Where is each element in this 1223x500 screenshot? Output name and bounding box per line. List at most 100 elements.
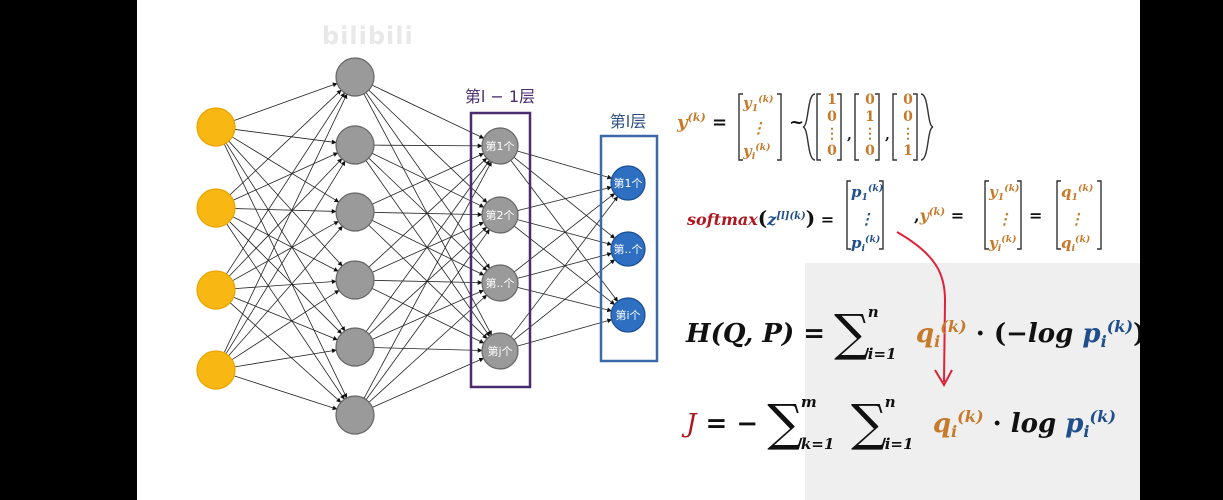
- hidden-node: [335, 192, 375, 232]
- y-vector-row-1: y1(k): [743, 94, 774, 114]
- layer-l-minus-1-node-label: 第j个: [487, 344, 512, 358]
- y-matrix-brackets: [738, 93, 934, 161]
- edge-hidden1-to-layer-l-minus-1: [368, 157, 488, 268]
- sum-lower-limit: i=1: [867, 345, 897, 363]
- edge-input-to-hidden1: [234, 129, 337, 145]
- log-operator: log: [1010, 409, 1057, 439]
- equals-minus: = −: [705, 409, 759, 439]
- edge-hidden1-to-layer-l-minus-1: [372, 221, 485, 273]
- edge-hidden1-to-layer-l-minus-1: [371, 84, 485, 139]
- y-vector-2-row-3: yi(k): [989, 234, 1017, 254]
- layer-l-node-label: 第i个: [615, 308, 640, 322]
- layer-l-minus-1-node: [481, 196, 519, 234]
- equals-sign-2: =: [1029, 206, 1043, 225]
- comma: ,: [914, 206, 920, 225]
- outer-upper-limit: m: [800, 393, 817, 411]
- p-vector-row-3: pi(k): [851, 234, 881, 254]
- edge-input-to-hidden1: [223, 93, 348, 354]
- edge-hidden1-to-layer-l-minus-1: [368, 294, 488, 403]
- edge-input-to-hidden1: [233, 375, 338, 411]
- edge-input-to-hidden1: [231, 289, 340, 361]
- edge-input-to-hidden1: [234, 279, 337, 290]
- edge-input-to-hidden1: [225, 142, 346, 332]
- hidden-node: [335, 125, 375, 165]
- comma-2: ,: [885, 127, 890, 143]
- softmax-label: softmax: [687, 210, 758, 229]
- y-vector-row-3: yi(k): [743, 142, 771, 162]
- equals-sign: =: [820, 210, 835, 229]
- y-equals-q: ,y(k) =: [914, 206, 964, 225]
- y-vector-2: y1(k) ⋮ yi(k): [989, 180, 1019, 258]
- edge-hidden1-to-layer-l-minus-1: [365, 160, 490, 332]
- slide-canvas: bilibili 第1个第2个第..个第j个第1个第..个第i个 第l − 1层…: [137, 0, 1140, 500]
- y-vector-2-row-2: ⋮: [997, 210, 1012, 228]
- edge-input-to-hidden1: [232, 220, 339, 282]
- edge-input-to-hidden1: [233, 82, 338, 121]
- dot-operator: ·: [992, 409, 1002, 439]
- input-node: [196, 350, 236, 390]
- layer-l-node: [610, 231, 646, 267]
- edge-hidden1-to-layer-l-minus-1: [365, 160, 490, 337]
- input-node: [196, 107, 236, 147]
- z-superscript: [l](k): [776, 211, 806, 223]
- p-symbol: p: [1082, 319, 1101, 349]
- layer-l-label: 第l层: [610, 112, 646, 131]
- sum-symbol-outer: ∑: [767, 394, 803, 452]
- q-vector-brackets: [1056, 180, 1102, 250]
- edge-input-to-hidden1: [229, 89, 342, 196]
- hidden-node: [335, 260, 375, 300]
- p-vector-brackets: [846, 180, 884, 250]
- outer-lower-limit: k=1: [800, 435, 835, 453]
- dot-operator: ·: [975, 319, 985, 349]
- q-vector: q1(k) ⋮ qi(k): [1061, 180, 1093, 258]
- edge-input-to-hidden1: [234, 348, 337, 368]
- red-connector-arrow: [896, 231, 947, 383]
- edge-input-to-hidden1: [226, 223, 345, 400]
- layer-l-node: [610, 165, 646, 201]
- p-vector: p1(k) ⋮ pi(k): [851, 180, 883, 258]
- edge-input-to-hidden1: [233, 152, 339, 201]
- edge-hidden1-to-layer-l-minus-1: [371, 152, 485, 208]
- edge-hidden1-to-layer-l-minus-1: [372, 153, 485, 205]
- equals-sign: =: [712, 112, 728, 133]
- comma-1: ,: [847, 127, 852, 143]
- edge-input-to-hidden1: [232, 216, 339, 272]
- sum-symbol-inner: ∑: [851, 394, 887, 452]
- edge-input-to-hidden1: [228, 158, 343, 277]
- edge-input-to-hidden1: [228, 225, 343, 356]
- layer-l-minus-1-node-label: 第2个: [486, 208, 515, 222]
- edge-layer-l-minus-1-to-layer-l: [517, 318, 613, 347]
- edge-hidden1-to-layer-l-minus-1: [368, 157, 488, 271]
- edge-input-to-hidden1: [226, 92, 345, 275]
- q-vector-row-1: q1(k): [1061, 183, 1094, 203]
- y-superscript: (k): [687, 111, 706, 125]
- cross-entropy-formula: H(Q, P) = ∑ni=1 qi(k) · (−log pi(k)): [686, 303, 1140, 363]
- edge-hidden1-to-layer-l-minus-1: [373, 143, 483, 149]
- layer-l-minus-1-label: 第l − 1层: [465, 87, 535, 106]
- y-vector-brackets: [984, 180, 1022, 250]
- q-symbol: q: [932, 409, 952, 439]
- edge-input-to-hidden1: [233, 296, 338, 341]
- edge-layer-l-minus-1-to-layer-l: [517, 150, 613, 180]
- sum-upper-limit: n: [867, 303, 879, 321]
- hidden-node: [335, 57, 375, 97]
- layer-l-minus-1-box: [469, 111, 532, 389]
- y-symbol: y: [677, 112, 688, 133]
- sum-symbol: ∑: [834, 304, 870, 362]
- edge-layer-l-minus-1-to-layer-l: [517, 185, 612, 212]
- q-vector-row-2: ⋮: [1069, 210, 1084, 228]
- edge-input-to-hidden1: [225, 160, 346, 355]
- y-vector-row-2: ⋮: [751, 119, 766, 137]
- softmax-formula: softmax(z[l](k)) =: [687, 206, 835, 230]
- layer-l-minus-1-node: [481, 127, 519, 165]
- inner-upper-limit: n: [884, 393, 896, 411]
- layer-l-box: [599, 134, 659, 363]
- layer-l-node-label: 第1个: [614, 176, 643, 190]
- layer-l-minus-1-node-label: 第..个: [486, 276, 515, 290]
- edge-hidden1-to-layer-l-minus-1: [373, 279, 483, 285]
- edge-input-to-hidden1: [229, 302, 342, 403]
- edge-hidden1-to-layer-l-minus-1: [368, 226, 488, 335]
